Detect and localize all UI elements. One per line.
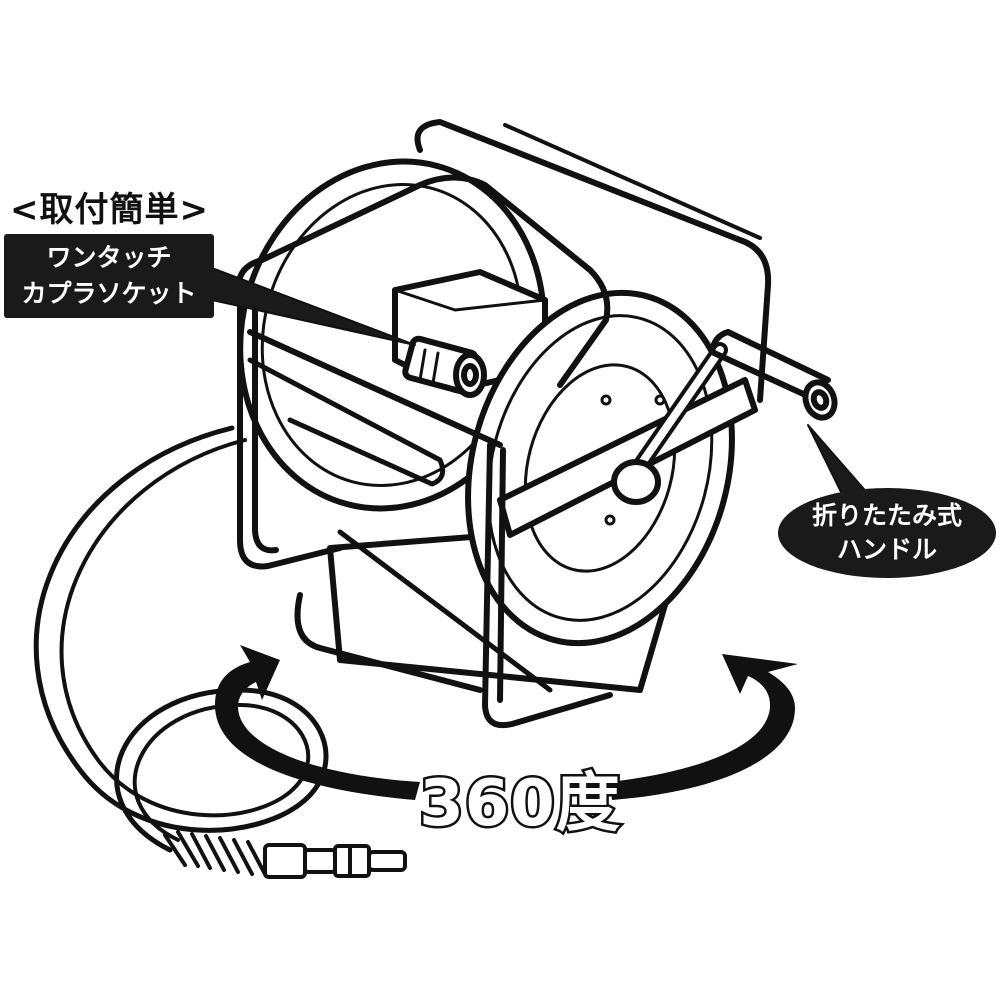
coupler-callout-line1: ワンタッチ [46,243,172,272]
coupler-callout: ワンタッチ カプラソケット [4,234,214,318]
coupler-callout-line2: カプラソケット [21,279,197,308]
coupler-socket [402,335,487,398]
rotation-arrow-right [610,654,798,800]
air-hose [33,425,329,853]
rotation-arrow-left [215,645,420,800]
rotation-label: 360度 [417,765,623,844]
easy-install-heading: <取付簡単> [10,190,209,230]
handle-callout-line1: 折りたたみ式 [811,501,962,530]
folding-handle [611,329,838,505]
hose-plug [163,830,407,879]
handle-callout: 折りたたみ式 ハンドル [778,488,996,578]
rear-frame-loop [414,119,772,403]
rotation-arrows [215,645,798,800]
front-frame [235,174,613,729]
handle-callout-line2: ハンドル [836,535,937,564]
